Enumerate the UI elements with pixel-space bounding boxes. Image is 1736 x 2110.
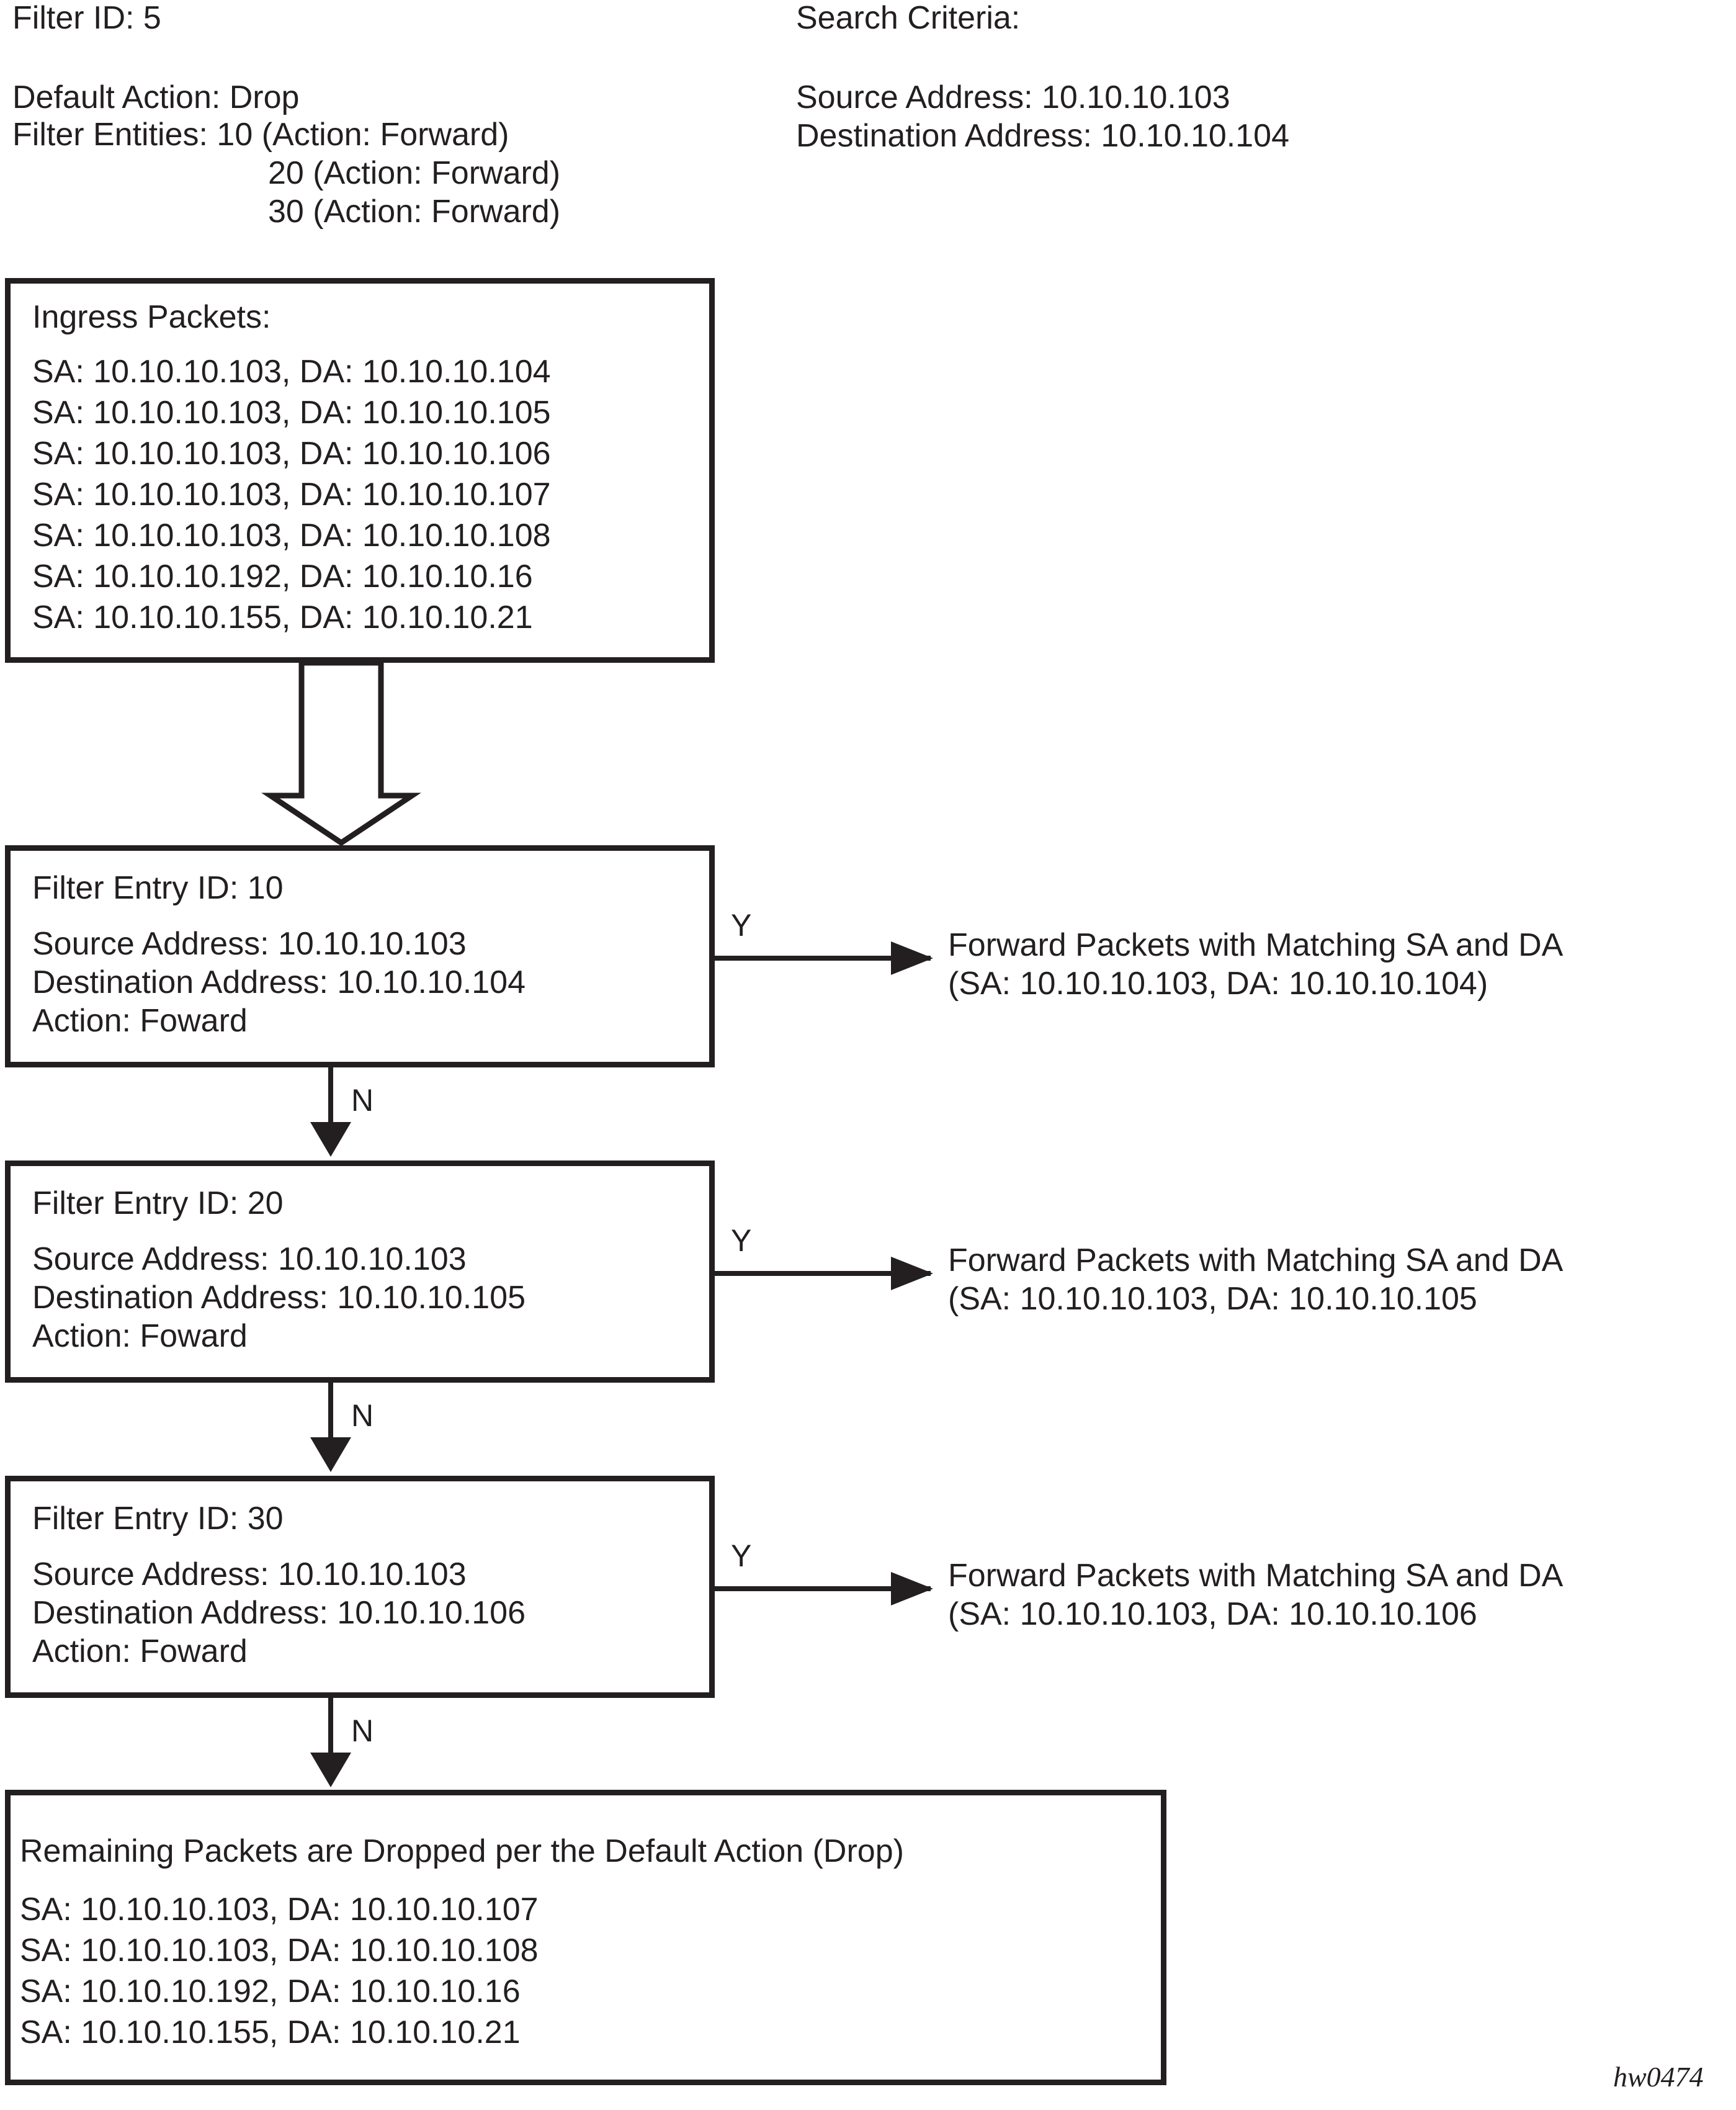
entry-30-yes-connector bbox=[715, 1586, 931, 1591]
entry-10-no-connector bbox=[328, 1067, 333, 1134]
ingress-packets-box bbox=[5, 278, 715, 663]
search-source-address-label: Source Address: 10.10.10.103 bbox=[796, 79, 1230, 115]
filter-entry-30-id: Filter Entry ID: 30 bbox=[32, 1501, 284, 1537]
default-action-label: Default Action: Drop bbox=[12, 79, 300, 115]
entry-10-yes-label: Y bbox=[731, 908, 752, 943]
filter-entity-30-label: 30 (Action: Forward) bbox=[268, 194, 561, 230]
search-criteria-title: Search Criteria: bbox=[796, 0, 1021, 36]
ingress-packet-row: SA: 10.10.10.103, DA: 10.10.10.106 bbox=[32, 436, 551, 472]
entry-20-no-connector bbox=[328, 1383, 333, 1450]
entry-10-result-line2: (SA: 10.10.10.103, DA: 10.10.10.104) bbox=[948, 966, 1488, 1002]
filter-entry-10-box bbox=[5, 845, 715, 1067]
ingress-packet-row: SA: 10.10.10.103, DA: 10.10.10.104 bbox=[32, 354, 551, 390]
entry-30-yes-arrowhead bbox=[891, 1572, 933, 1605]
filter-entity-20-label: 20 (Action: Forward) bbox=[268, 155, 561, 191]
filter-entry-20-box bbox=[5, 1160, 715, 1383]
entry-10-result-line1: Forward Packets with Matching SA and DA bbox=[948, 927, 1564, 963]
entry-30-result-line1: Forward Packets with Matching SA and DA bbox=[948, 1558, 1564, 1594]
entry-20-yes-connector bbox=[715, 1271, 931, 1276]
dropped-packet-row: SA: 10.10.10.155, DA: 10.10.10.21 bbox=[20, 2014, 521, 2050]
search-destination-address-label: Destination Address: 10.10.10.104 bbox=[796, 118, 1290, 154]
filter-entry-20-action: Action: Foward bbox=[32, 1318, 248, 1354]
ingress-packets-title: Ingress Packets: bbox=[32, 299, 271, 335]
filter-entities-label: Filter Entities: 10 (Action: Forward) bbox=[12, 117, 509, 153]
dropped-packet-row: SA: 10.10.10.103, DA: 10.10.10.108 bbox=[20, 1933, 539, 1969]
ingress-packet-row: SA: 10.10.10.103, DA: 10.10.10.107 bbox=[32, 477, 551, 513]
entry-30-no-arrowhead bbox=[310, 1753, 351, 1787]
filter-entry-10-action: Action: Foward bbox=[32, 1003, 248, 1039]
entry-20-no-arrowhead bbox=[310, 1437, 351, 1472]
dropped-packet-row: SA: 10.10.10.103, DA: 10.10.10.107 bbox=[20, 1892, 539, 1928]
entry-20-result-line1: Forward Packets with Matching SA and DA bbox=[948, 1242, 1564, 1278]
dropped-packet-row: SA: 10.10.10.192, DA: 10.10.10.16 bbox=[20, 1973, 521, 2009]
entry-10-no-arrowhead bbox=[310, 1122, 351, 1157]
filter-entry-20-source: Source Address: 10.10.10.103 bbox=[32, 1241, 467, 1277]
figure-id-label: hw0474 bbox=[1613, 2061, 1704, 2093]
filter-entry-10-destination: Destination Address: 10.10.10.104 bbox=[32, 964, 526, 1000]
entry-20-no-label: N bbox=[351, 1398, 374, 1433]
entry-30-yes-label: Y bbox=[731, 1538, 752, 1573]
filter-entry-10-source: Source Address: 10.10.10.103 bbox=[32, 926, 467, 962]
entry-10-no-label: N bbox=[351, 1083, 374, 1118]
dropped-packets-box bbox=[5, 1790, 1166, 2085]
ingress-packet-row: SA: 10.10.10.192, DA: 10.10.10.16 bbox=[32, 559, 533, 595]
entry-20-yes-label: Y bbox=[731, 1223, 752, 1258]
filter-entry-20-destination: Destination Address: 10.10.10.105 bbox=[32, 1280, 526, 1316]
filter-entry-30-source: Source Address: 10.10.10.103 bbox=[32, 1556, 467, 1592]
ingress-packet-row: SA: 10.10.10.103, DA: 10.10.10.108 bbox=[32, 518, 551, 554]
filter-entry-20-id: Filter Entry ID: 20 bbox=[32, 1185, 284, 1221]
entry-30-result-line2: (SA: 10.10.10.103, DA: 10.10.10.106 bbox=[948, 1596, 1477, 1632]
filter-id-label: Filter ID: 5 bbox=[12, 0, 161, 36]
ingress-packet-row: SA: 10.10.10.155, DA: 10.10.10.21 bbox=[32, 599, 533, 635]
entry-30-no-connector bbox=[328, 1698, 333, 1765]
entry-30-no-label: N bbox=[351, 1713, 374, 1748]
entry-20-result-line2: (SA: 10.10.10.103, DA: 10.10.10.105 bbox=[948, 1281, 1477, 1317]
filter-entry-10-id: Filter Entry ID: 10 bbox=[32, 870, 284, 906]
dropped-packets-title: Remaining Packets are Dropped per the De… bbox=[20, 1833, 904, 1869]
filter-entry-30-box bbox=[5, 1476, 715, 1698]
entry-10-yes-connector bbox=[715, 956, 931, 961]
entry-20-yes-arrowhead bbox=[891, 1257, 933, 1290]
ingress-to-entry10-block-arrow bbox=[261, 660, 421, 846]
entry-10-yes-arrowhead bbox=[891, 941, 933, 975]
filter-entry-30-destination: Destination Address: 10.10.10.106 bbox=[32, 1595, 526, 1631]
ingress-packet-row: SA: 10.10.10.103, DA: 10.10.10.105 bbox=[32, 395, 551, 431]
filter-entry-30-action: Action: Foward bbox=[32, 1633, 248, 1669]
